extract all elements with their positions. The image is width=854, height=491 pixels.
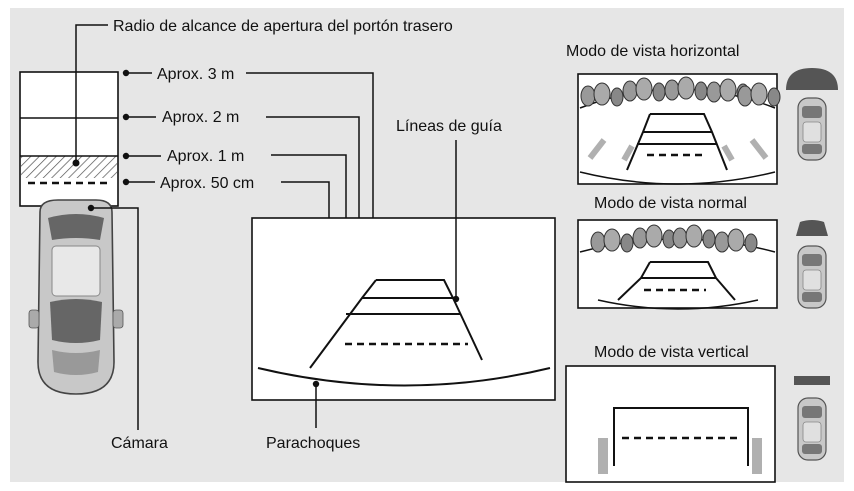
guide-lines-dot [452, 295, 460, 303]
dist-1m-dot [122, 152, 130, 160]
view-normal-car-icon [796, 220, 828, 309]
view-normal-panel [577, 219, 778, 310]
view-top-panel [565, 365, 776, 483]
dist-50cm-label: Aprox. 50 cm [160, 175, 254, 192]
dist-2m-dot [122, 113, 130, 121]
bumper-dot [312, 380, 320, 388]
tailgate-leader [75, 24, 108, 162]
guide-lines [309, 279, 483, 369]
tailgate-pointer-dot [72, 159, 80, 167]
bumper-curve [257, 367, 551, 387]
dist-3m-label: Aprox. 3 m [157, 66, 234, 83]
tailgate-hatch-zone [21, 156, 117, 178]
dist-3m-dot [122, 69, 130, 77]
dist-50cm-dot [122, 178, 130, 186]
view-wide-car-icon [786, 68, 838, 161]
car-top-view [28, 199, 124, 395]
view-normal-title: Modo de vista normal [594, 195, 747, 212]
camera-dot [87, 204, 95, 212]
range-zones [19, 71, 119, 207]
view-top-car-icon [794, 376, 830, 461]
camera-label: Cámara [111, 435, 168, 452]
dist-1m-label: Aprox. 1 m [167, 148, 244, 165]
bumper-label: Parachoques [266, 435, 360, 452]
tailgate-radius-label: Radio de alcance de apertura del portón … [113, 18, 453, 35]
view-wide-title: Modo de vista horizontal [566, 43, 739, 60]
view-top-title: Modo de vista vertical [594, 344, 749, 361]
camera-screen [251, 217, 556, 401]
guide-lines-label: Líneas de guía [396, 118, 502, 135]
dist-2m-label: Aprox. 2 m [162, 109, 239, 126]
leader-3m [246, 72, 374, 280]
view-wide-panel [577, 73, 781, 185]
camera-leader [94, 207, 139, 430]
